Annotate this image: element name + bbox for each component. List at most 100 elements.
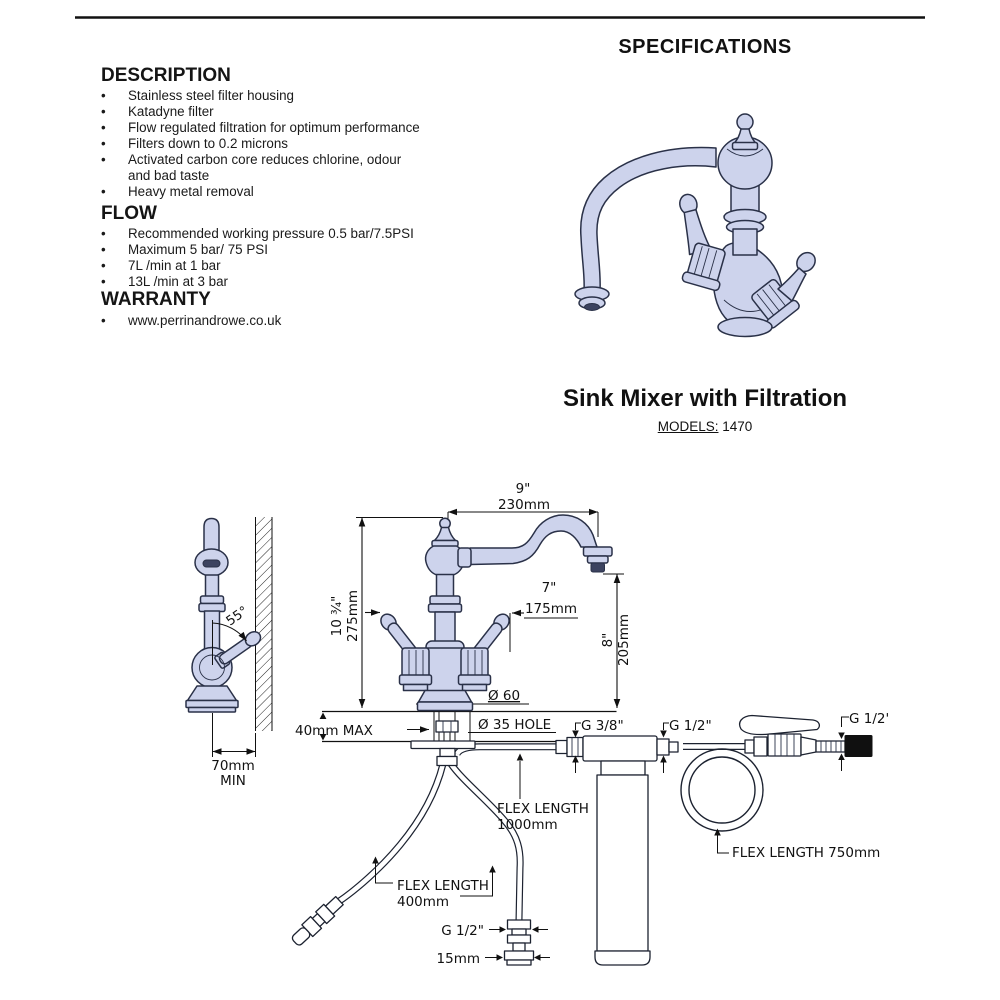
valve-body [767,733,802,757]
bullet: • [101,136,106,151]
list-item: •Flow regulated filtration for optimum p… [101,120,451,136]
flex400-bracket-left [375,863,393,884]
list-item-text: Filters down to 0.2 microns [128,136,289,151]
bullet: • [101,242,106,257]
list-item: •www.perrinandrowe.co.uk [101,313,461,329]
front-right-hub [457,647,492,692]
handle-mm: 175mm [525,601,577,617]
illustration-finial-ball [736,113,754,131]
angle-label: 55° [224,604,251,630]
list-item: •Stainless steel filter housing [101,88,451,104]
flex-valve-label: FLEX LENGTH 750mm [732,845,880,861]
valve-cone [800,736,817,756]
valve-inlet-fitting [744,739,755,754]
list-item-text: and bad taste [128,168,210,183]
front-outlet-collar [586,555,609,564]
front-ring2 [427,603,463,613]
list-item-text: Flow regulated filtration for optimum pe… [128,120,420,135]
list-item: • Heavy metal removal [101,184,451,200]
shank-nut2 [436,755,458,767]
models-value: 1470 [718,419,753,434]
side-slot [202,559,221,568]
outlet-inches: 8" [600,633,616,648]
bullet: • [101,88,106,103]
supply-connector [503,919,535,966]
front-ring1 [429,595,461,605]
height-inches: 10 ¾" [329,596,345,637]
filter-housing [582,735,679,966]
drawing-labels: 55° 70mm MIN 9" 230mm 10 ¾" 275mm 7" 175… [211,481,889,967]
flex750-bracket [717,835,729,854]
list-item: and bad taste [101,168,451,184]
shank-nut [435,720,459,733]
flex400-bracket-right [460,872,493,897]
side-ring1 [199,595,225,605]
illustration-left-hub [681,242,726,292]
handle-inches: 7" [542,580,557,596]
angle-arc [212,622,247,642]
coil-outer [680,748,764,832]
coil-inner [688,756,756,824]
filter-inlet-nut [566,736,584,758]
illustration-right-handle [777,251,816,302]
flex-filter-label-1: FLEX LENGTH [497,801,589,817]
bullet: • [101,184,106,199]
product-title: Sink Mixer with Filtration [562,385,848,412]
warranty-list: •www.perrinandrowe.co.uk [101,313,461,329]
ext-lines [356,512,624,575]
list-item: • Activated carbon core reduces chlorine,… [101,152,451,168]
front-view-faucet [380,514,613,767]
front-aerator [590,562,605,573]
side-handle [214,631,262,669]
front-skirt [417,689,473,703]
list-item: •13L /min at 3 bar [101,274,461,290]
reach-mm: 230mm [498,497,550,513]
hole-diameter-label: Ø 35 HOLE [478,717,551,733]
deck-arrow-up [319,712,327,719]
list-item-text: 7L /min at 1 bar [128,258,221,273]
base-diameter-label: Ø 60 [488,688,520,704]
deck-max-label: 40mm MAX [295,723,373,739]
flow-list: • Recommended working pressure 0.5 bar/7.… [101,226,461,290]
g12-bracket [663,722,669,730]
list-item: •Recommended working pressure 0.5 bar/7.… [101,226,461,242]
side-spout-tube [203,517,220,552]
flex-supply-label-1: FLEX LENGTH [397,878,489,894]
bullet: • [101,258,106,273]
reach-inches: 9" [516,481,531,497]
flex-supply-label-2: 400mm [397,894,449,910]
filter-body [596,774,649,952]
side-neck [204,574,220,599]
list-item: •Katadyne filter [101,104,451,120]
g12v-bracket [841,716,849,727]
filter-inlet-label: G 3/8" [581,718,624,734]
filter-outlet-label: G 1/2" [669,718,712,734]
list-item-text: Activated carbon core reduces chlorine, … [128,152,402,167]
illustration-column [732,228,758,256]
list-item-text: Recommended working pressure 0.5 bar/7.5… [128,226,414,241]
shank-fitting [439,747,456,758]
filter-outlet-nipple [668,741,679,753]
bullet: • [101,274,106,289]
valve-lever [738,714,820,736]
deck-arrow-down [319,734,327,741]
valve-outlet-label: G 1/2' [849,711,889,727]
bullet: • [101,152,106,167]
wall-edges [255,517,273,731]
list-item-text: Heavy metal removal [128,184,254,199]
hole-edges [433,711,471,742]
installation-drawing: 55° 70mm MIN 9" 230mm 10 ¾" 275mm 7" 175… [185,481,889,967]
side-skirt [186,685,238,702]
illustration-spout-mouth [584,303,600,311]
flex-fitting [555,739,568,755]
filter-head [582,735,658,762]
front-outlet-ring [582,546,613,557]
flow-heading: FLOW [101,203,157,224]
g38-bracket [575,722,581,730]
valve-outlet-block [844,735,873,757]
illustration-base [717,316,773,338]
front-left-hub [398,647,433,692]
min-clearance-value: 70mm [211,758,254,774]
